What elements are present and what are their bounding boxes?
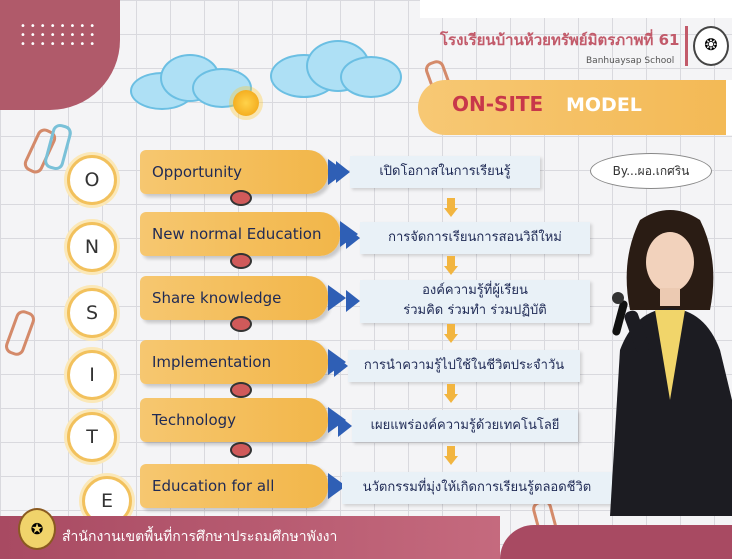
paperclip-icon [2, 307, 38, 359]
knot-icon [230, 253, 252, 269]
arrow-right-icon [328, 285, 346, 311]
footer-band-right [500, 525, 732, 559]
title-on-site: ON-SITE [452, 92, 544, 116]
description-text: เผยแพร่องค์ความรู้ด้วยเทคโนโลยี [370, 418, 560, 433]
keyword-label: Share knowledge [152, 289, 282, 307]
description-text-line2: ร่วมคิด ร่วมทำ ร่วมปฏิบัติ [403, 303, 547, 318]
decor-top-strip [420, 0, 732, 18]
description-box: เปิดโอกาสในการเรียนรู้ [336, 156, 540, 188]
arrow-down-icon [444, 324, 458, 344]
decor-corner-blob [0, 0, 120, 110]
presenter-photo [610, 210, 732, 516]
description-box: การนำความรู้ไปใช้ในชีวิตประจำวัน [334, 350, 580, 382]
arrow-right-icon [338, 415, 352, 437]
school-name: โรงเรียนบ้านห้วยทรัพย์มิตรภาพที่ 61 [440, 31, 680, 49]
description-text: การนำความรู้ไปใช้ในชีวิตประจำวัน [363, 358, 565, 373]
knot-icon [230, 442, 252, 458]
decor-dot-grid: •••••••••••••••••••••••• [20, 21, 100, 50]
keyword-label: New normal Education [152, 225, 322, 243]
description-box: เผยแพร่องค์ความรู้ด้วยเทคโนโลยี [338, 410, 578, 442]
description-box: การจัดการเรียนการสอนวิถีใหม่ [346, 222, 590, 254]
keyword-pill-opportunity: Opportunity [140, 150, 346, 194]
title-model: MODEL [566, 94, 642, 116]
footer-office-name: สำนักงานเขตพื้นที่การศึกษาประถมศึกษาพังง… [62, 529, 338, 545]
school-emblem-icon: ❂ [693, 26, 729, 66]
arrow-down-icon [444, 198, 458, 218]
title-banner [418, 80, 732, 135]
office-emblem-icon: ✪ [18, 508, 56, 550]
arrow-right-icon [346, 227, 360, 249]
description-text: นวัตกรรมที่มุ่งให้เกิดการเรียนรู้ตลอดชีว… [362, 480, 592, 495]
keyword-label: Technology [152, 411, 237, 429]
acronym-letter-i: I [67, 350, 117, 400]
acronym-letter-s: S [67, 288, 117, 338]
arrow-down-icon [444, 446, 458, 466]
description-box: องค์ความรู้ที่ผู้เรียน ร่วมคิด ร่วมทำ ร่… [346, 280, 590, 323]
acronym-letter-t: T [67, 412, 117, 462]
arrow-right-icon [336, 161, 350, 183]
description-text: การจัดการเรียนการสอนวิถีใหม่ [388, 230, 562, 245]
description-text-line1: องค์ความรู้ที่ผู้เรียน [422, 283, 528, 298]
arrow-right-icon [334, 355, 348, 377]
knot-icon [230, 316, 252, 332]
description-box: นวัตกรรมที่มุ่งให้เกิดการเรียนรู้ตลอดชีว… [328, 472, 612, 504]
footer-band [0, 516, 500, 559]
arrow-right-icon [328, 477, 342, 499]
keyword-pill-technology: Technology [140, 398, 346, 442]
keyword-label: Implementation [152, 353, 272, 371]
school-name-english: Banhuaysap School [586, 56, 675, 66]
arrow-down-icon [444, 384, 458, 404]
sun-icon [233, 90, 259, 116]
author-byline: By...ผอ.เกศริน [590, 153, 712, 189]
cloud-icon [130, 50, 252, 110]
arrow-down-icon [444, 256, 458, 276]
keyword-pill-education-for-all: Education for all [140, 464, 346, 508]
knot-icon [230, 190, 252, 206]
acronym-letter-o: O [67, 155, 117, 205]
cloud-icon [270, 40, 402, 100]
description-text: เปิดโอกาสในการเรียนรู้ [379, 164, 511, 179]
school-divider [685, 26, 688, 66]
keyword-pill-new-normal: New normal Education [140, 212, 358, 256]
keyword-pill-share-knowledge: Share knowledge [140, 276, 346, 320]
knot-icon [230, 382, 252, 398]
acronym-letter-n: N [67, 222, 117, 272]
keyword-label: Education for all [152, 477, 275, 495]
arrow-right-icon [346, 290, 360, 312]
keyword-label: Opportunity [152, 163, 243, 181]
keyword-pill-implementation: Implementation [140, 340, 346, 384]
